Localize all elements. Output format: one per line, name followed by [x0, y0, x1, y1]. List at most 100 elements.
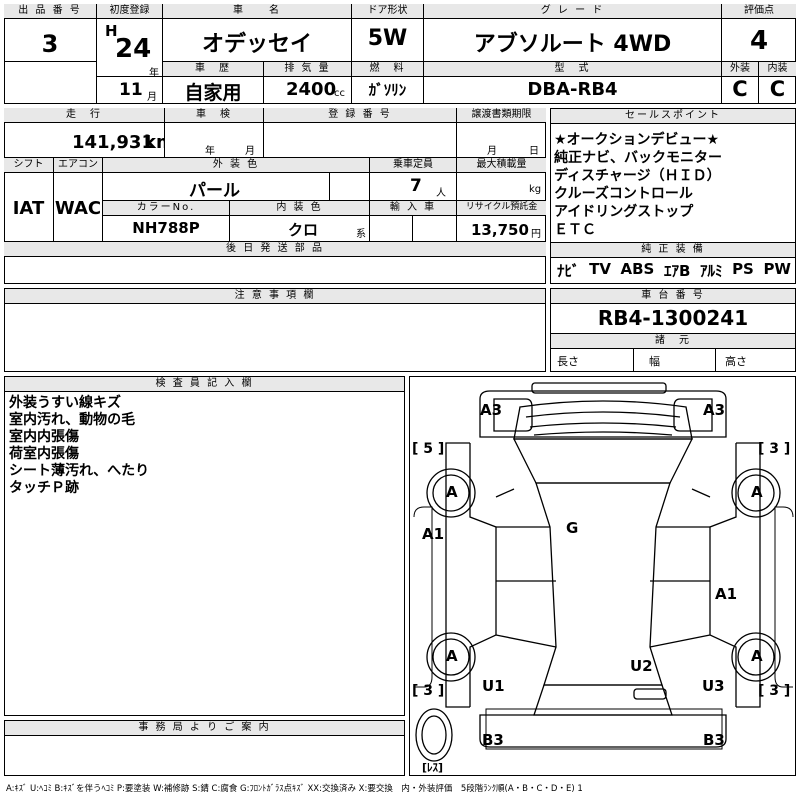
inspection-month-unit: 月 — [245, 146, 255, 157]
grade-value: アブソルート 4WD — [473, 32, 672, 57]
color-no-label: カラーNo. — [103, 201, 229, 216]
spec-label: 諸 元 — [551, 333, 795, 349]
width-label: 幅 — [649, 355, 660, 368]
spare-label: [ﾚｽ] — [422, 761, 444, 774]
inspector-note: 外装うすい線キズ — [9, 395, 121, 411]
tire-fl-circle — [426, 468, 476, 518]
tire-rr-circle — [731, 632, 781, 682]
damage-u2: U2 — [630, 657, 653, 675]
genuine-item: ｱﾙﾐ — [699, 262, 723, 280]
grade-label: グ レ ー ド — [424, 4, 721, 19]
genuine-item: ABS — [620, 260, 655, 278]
genuine-item: ﾅﾋﾞ — [557, 262, 580, 280]
later-parts-label: 後 日 発 送 部 品 — [4, 242, 546, 257]
reg-no-cell: 登 録 番 号 — [264, 108, 457, 158]
mileage-cell: 走 行 141,931 km — [4, 108, 165, 158]
int-color-unit: 系 — [356, 229, 366, 240]
genuine-item: TV — [589, 260, 611, 278]
year-unit: 年 — [149, 68, 159, 79]
inspector-note: シート薄汚れ、へたり — [9, 463, 150, 479]
damage-u3: U3 — [702, 677, 725, 695]
inspector-notes: 外装うすい線キズ 室内汚れ、動物の毛 室内内張傷 荷室内張傷 シート薄汚れ、へた… — [9, 395, 149, 497]
int-color-label: 内 装 色 — [230, 201, 369, 216]
transfer-cell: 譲渡書類期限 月 日 — [457, 108, 546, 158]
capacity-cell: 乗車定員 7 人 — [370, 158, 457, 201]
tire-rl-circle — [426, 632, 476, 682]
int-color-value: クロ — [288, 221, 319, 239]
inspector-note: 室内内張傷 — [9, 429, 79, 445]
sales-point: ＥＴＣ — [554, 222, 596, 238]
transfer-label: 譲渡書類期限 — [457, 108, 546, 123]
shift-cell: シフト IAT — [4, 158, 54, 242]
genuine-items: ﾅﾋﾞ TV ABS ｴｱB ｱﾙﾐ PS PW — [557, 260, 791, 281]
chassis-label: 車 台 番 号 — [551, 289, 795, 304]
door-value: 5W — [367, 26, 408, 51]
int-color-cell: 内 装 色 クロ 系 — [230, 201, 370, 242]
max-load-unit: kg — [529, 184, 542, 195]
damage-b3-right: B3 — [703, 731, 725, 749]
score-label: 評価点 — [722, 4, 796, 19]
import-label: 輸 入 車 — [370, 201, 456, 216]
damage-tire-rl: A — [446, 647, 458, 665]
caution-block: 注 意 事 項 欄 — [4, 288, 546, 372]
capacity-label: 乗車定員 — [370, 158, 456, 173]
damage-a3-left: A3 — [480, 401, 503, 419]
damage-bracket-3-bottom-left: [ 3 ] — [412, 683, 445, 699]
damage-tire-fr: A — [751, 483, 763, 501]
damage-u1: U1 — [482, 677, 505, 695]
damage-tire-rr: A — [751, 647, 763, 665]
color-no-cell: カラーNo. NH788P — [103, 201, 230, 242]
mileage-unit: km — [144, 132, 164, 153]
damage-tire-fl: A — [446, 483, 458, 501]
sales-point: ディスチャージ（ＨＩＤ） — [554, 168, 721, 184]
era-value: H — [105, 22, 118, 40]
sales-point: クルーズコントロール — [554, 186, 693, 202]
damage-a3-right: A3 — [703, 401, 726, 419]
recycle-cell: リサイクル預託金 13,750 円 — [457, 201, 546, 242]
sales-point: アイドリングストップ — [554, 204, 694, 220]
genuine-item: PW — [763, 260, 791, 278]
max-load-cell: 最大積載量 kg — [457, 158, 546, 201]
reg-no-label: 登 録 番 号 — [264, 108, 456, 123]
damage-bracket-3-bottom-right: [ 3 ] — [758, 683, 791, 699]
year-value: 24 — [115, 34, 152, 64]
inspection-label: 車 検 — [165, 108, 263, 123]
car-diagram-svg — [413, 382, 794, 762]
history-value: 自家用 — [184, 82, 242, 104]
recycle-value: 13,750 — [471, 221, 529, 239]
capacity-value: 7 — [410, 176, 422, 196]
ext-color-cell: 外 装 色 パール — [103, 158, 370, 201]
mileage-value: 141,931 — [72, 132, 154, 153]
height-label: 高さ — [725, 355, 747, 368]
office-block: 事 務 局 よ り ご 案 内 — [4, 720, 405, 776]
ac-cell: エアコン WAC — [54, 158, 103, 242]
interior-label: 内装 — [759, 62, 796, 77]
fuel-value: ｶﾞｿﾘﾝ — [368, 81, 407, 99]
door-label: ドア形状 — [352, 4, 423, 19]
import-cell: 輸 入 車 — [370, 201, 457, 242]
damage-a1-left: A1 — [422, 525, 445, 543]
inspector-note: 室内汚れ、動物の毛 — [9, 412, 136, 428]
car-name-value: オデッセイ — [201, 32, 312, 57]
score-value: 4 — [749, 26, 769, 56]
lot-label: 出 品 番 号 — [4, 4, 96, 19]
month-unit: 月 — [147, 92, 157, 103]
first-reg-label: 初度登録 — [97, 4, 162, 19]
exterior-label: 外装 — [722, 62, 758, 77]
damage-a1-right: A1 — [715, 585, 738, 603]
tire-fr-circle — [731, 468, 781, 518]
caution-label: 注 意 事 項 欄 — [5, 289, 545, 304]
interior-grade-cell: 内装 C — [759, 62, 796, 104]
damage-b3-left: B3 — [482, 731, 504, 749]
history-cell: 車 歴 自家用 — [163, 62, 264, 104]
transfer-day-unit: 日 — [529, 146, 539, 157]
fuel-label: 燃 料 — [352, 62, 423, 77]
exterior-value: C — [732, 77, 748, 101]
spare-tire-icon — [415, 708, 453, 762]
model-value: DBA-RB4 — [527, 79, 618, 100]
inspector-label: 検 査 員 記 入 欄 — [5, 377, 404, 392]
mileage-label: 走 行 — [4, 108, 164, 123]
chassis-block: 車 台 番 号 RB4-1300241 諸 元 長さ 幅 高さ — [550, 288, 796, 372]
exterior-grade-cell: 外装 C — [722, 62, 759, 104]
inspector-block: 検 査 員 記 入 欄 外装うすい線キズ 室内汚れ、動物の毛 室内内張傷 荷室内… — [4, 376, 405, 716]
